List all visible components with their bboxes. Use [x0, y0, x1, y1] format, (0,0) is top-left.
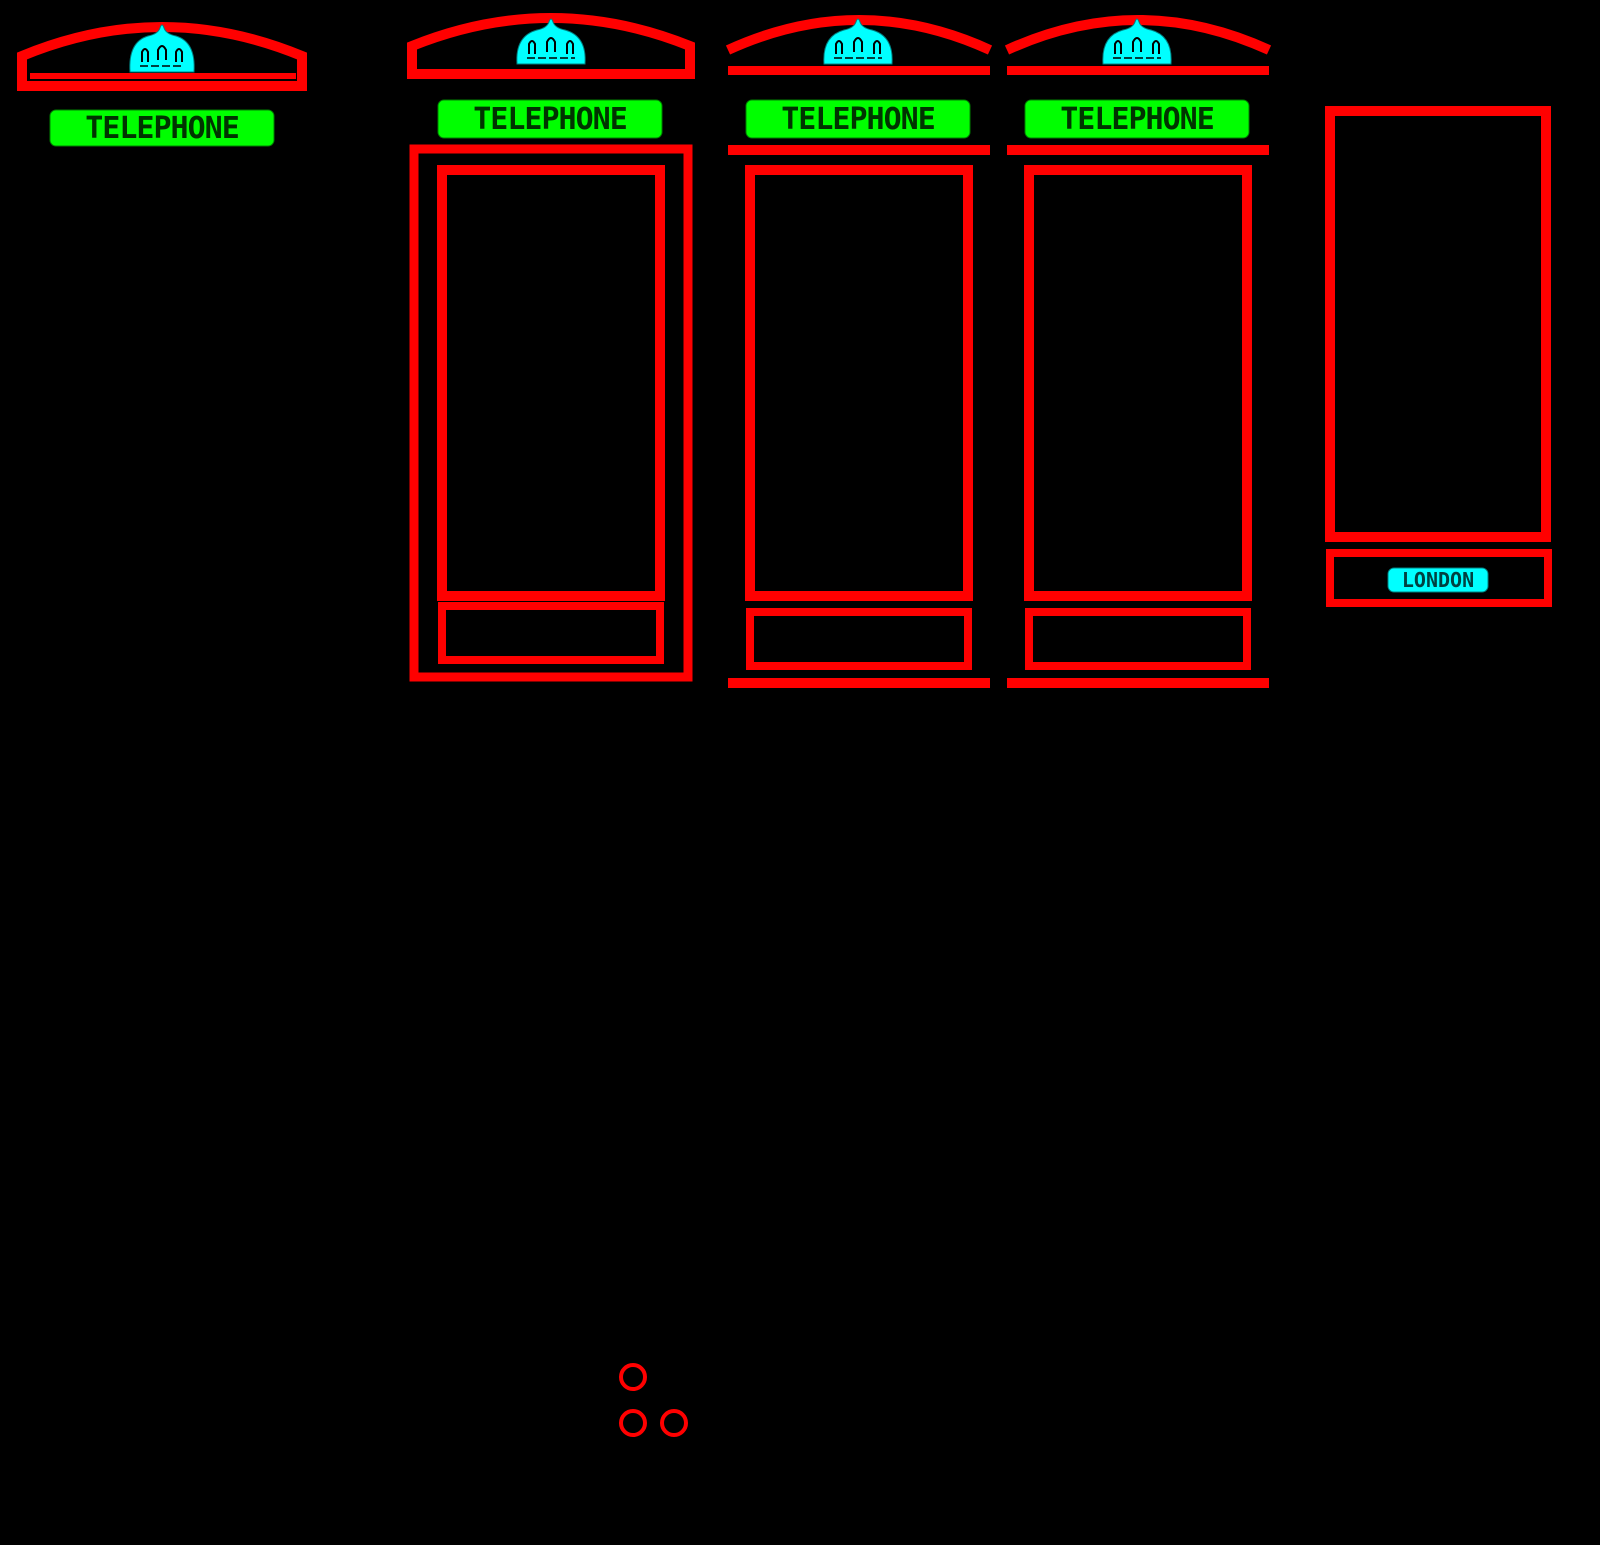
window-frame — [1024, 165, 1252, 601]
crown-icon — [516, 18, 586, 65]
london-text: LONDON — [1402, 568, 1474, 592]
booth-side-b-sprite: TELEPHONE — [1004, 15, 1272, 688]
telephone-sign: TELEPHONE — [745, 99, 971, 139]
crown-icon — [129, 24, 195, 73]
roof-arch — [17, 22, 307, 91]
booth-outer-frame — [409, 144, 693, 682]
base-bar — [1007, 678, 1269, 688]
sign-text: TELEPHONE — [85, 111, 239, 146]
base-bar — [728, 678, 990, 688]
london-plate-frame — [1326, 549, 1552, 607]
kick-panel — [438, 602, 664, 664]
telephone-sign: TELEPHONE — [49, 109, 275, 147]
london-plate: LONDON — [1387, 567, 1489, 593]
kick-panel — [1025, 608, 1251, 670]
door-window-frame — [1325, 106, 1551, 542]
roof-piece-sprite: TELEPHONE — [17, 22, 307, 147]
ring-icon — [660, 1409, 688, 1437]
window-frame — [437, 165, 665, 601]
crown-icon — [1102, 18, 1172, 65]
sign-text: TELEPHONE — [781, 102, 935, 137]
roof-arch — [407, 13, 695, 79]
sign-text: TELEPHONE — [473, 102, 627, 137]
ring-icon — [619, 1409, 647, 1437]
kick-panel — [746, 608, 972, 670]
sign-text: TELEPHONE — [1060, 102, 1214, 137]
door-panel-sprite: LONDON — [1325, 106, 1552, 607]
telephone-sign: TELEPHONE — [437, 99, 663, 139]
ring-icon — [619, 1363, 647, 1391]
booth-front-sprite: TELEPHONE — [407, 13, 695, 682]
rings-sprite — [619, 1363, 688, 1437]
booth-side-a-sprite: TELEPHONE — [725, 15, 993, 688]
crown-icon — [823, 18, 893, 65]
window-frame — [745, 165, 973, 601]
telephone-sign: TELEPHONE — [1024, 99, 1250, 139]
